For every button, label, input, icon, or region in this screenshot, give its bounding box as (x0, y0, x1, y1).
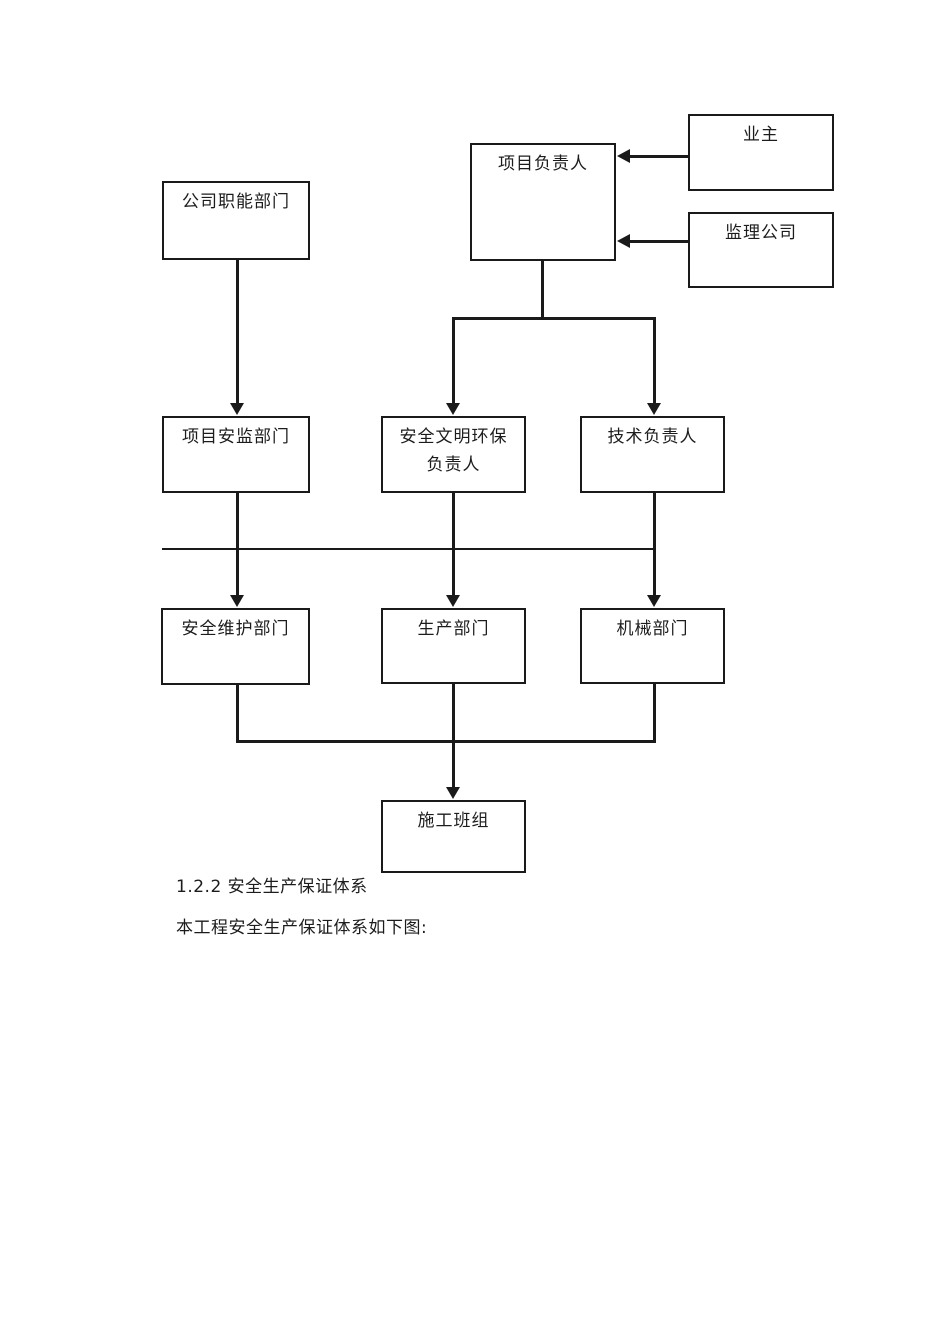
edge-bus-to-technical-leader (653, 317, 656, 405)
section-heading: 1.2.2 安全生产保证体系 (176, 877, 368, 897)
edge-safety-supervision-dept-to-safety-maintenance-dept (236, 493, 239, 597)
node-technical-leader: 技术负责人 (580, 416, 725, 493)
node-project-safety-supervision-dept: 项目安监部门 (162, 416, 310, 493)
node-production-dept-label: 生产部门 (417, 619, 490, 639)
edge-project-leader-stem (541, 261, 544, 319)
edge-safety-supervision-dept-to-safety-maintenance-dept-arrowhead (230, 595, 244, 607)
node-safety-maintenance-dept-label: 安全维护部门 (181, 619, 290, 639)
node-machinery-dept: 机械部门 (580, 608, 725, 684)
node-owner: 业主 (688, 114, 834, 191)
edge-owner-to-project-leader (630, 155, 688, 158)
node-technical-leader-label: 技术负责人 (607, 427, 698, 447)
edge-row3-merge-bus (236, 740, 656, 743)
node-project-leader-label: 项目负责人 (498, 154, 588, 174)
edge-row2-row3-crossbar (162, 548, 655, 550)
node-machinery-dept-label: 机械部门 (616, 619, 689, 639)
node-supervisor-company-label: 监理公司 (725, 223, 797, 243)
body-paragraph: 本工程安全生产保证体系如下图: (176, 918, 428, 938)
node-safety-civil-environment-leader: 安全文明环保 负责人 (381, 416, 526, 493)
node-construction-team-label: 施工班组 (417, 811, 490, 831)
node-production-dept: 生产部门 (381, 608, 526, 684)
edge-production-dept-to-construction-team (452, 684, 455, 789)
edge-safety-civil-env-leader-to-production-dept-arrowhead (446, 595, 460, 607)
edge-project-leader-distribution-bus (452, 317, 656, 320)
edge-technical-leader-to-machinery-dept-arrowhead (647, 595, 661, 607)
edge-bus-to-safety-civil-env-leader (452, 317, 455, 405)
edge-owner-to-project-leader-arrowhead (617, 149, 630, 163)
edge-technical-leader-to-machinery-dept (653, 493, 656, 597)
edge-supervisor-to-project-leader (630, 240, 688, 243)
node-project-safety-supervision-dept-label: 项目安监部门 (182, 427, 290, 447)
edge-safety-maintenance-dept-drop (236, 685, 239, 743)
edge-machinery-dept-drop (653, 684, 656, 743)
edge-company-dept-to-safety-supervision-dept (236, 260, 239, 405)
node-project-leader: 项目负责人 (470, 143, 616, 261)
node-company-functional-dept-label: 公司职能部门 (182, 192, 290, 212)
node-owner-label: 业主 (743, 125, 779, 145)
node-construction-team: 施工班组 (381, 800, 526, 873)
node-company-functional-dept: 公司职能部门 (162, 181, 310, 260)
edge-company-dept-to-safety-supervision-dept-arrowhead (230, 403, 244, 415)
edge-bus-to-safety-civil-env-leader-arrowhead (446, 403, 460, 415)
node-safety-civil-environment-leader-label: 安全文明环保 负责人 (399, 427, 508, 475)
node-safety-maintenance-dept: 安全维护部门 (161, 608, 310, 685)
edge-supervisor-to-project-leader-arrowhead (617, 234, 630, 248)
edge-safety-civil-env-leader-to-production-dept (452, 493, 455, 597)
edge-merge-bus-to-construction-team-arrowhead (446, 787, 460, 799)
edge-bus-to-technical-leader-arrowhead (647, 403, 661, 415)
node-supervisor-company: 监理公司 (688, 212, 834, 288)
